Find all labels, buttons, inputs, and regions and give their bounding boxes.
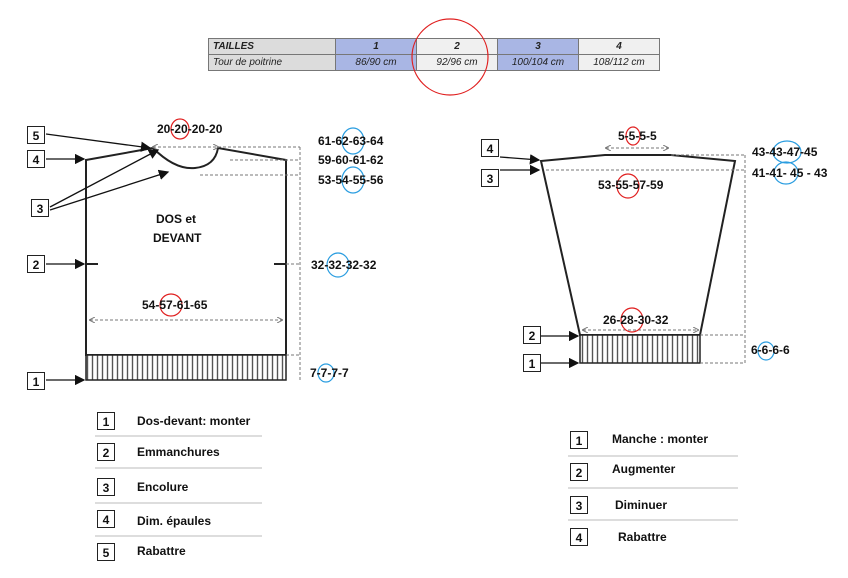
body-armhole-height: 32-32-32-32 (311, 258, 377, 272)
legend-body-4-text: Dim. épaules (137, 514, 212, 528)
callout-4-sleeve: 4 (481, 139, 499, 157)
legend-body-1-num: 1 (97, 412, 115, 430)
sleeve-cuff-width: 26-28-30-32 (603, 313, 669, 327)
chest-label: Tour de poitrine (208, 54, 336, 71)
sleeve-rib-height: 6-6-6-6 (751, 343, 790, 357)
sleeve-top-width: 5-5-5-5 (618, 129, 657, 143)
legend-body-1-text: Dos-devant: monter (137, 414, 251, 428)
sizes-table: TAILLES 1 2 3 4 Tour de poitrine 86/90 c… (208, 38, 660, 71)
callout-1-body: 1 (27, 372, 45, 390)
legend-sleeve-2-num: 2 (570, 463, 588, 481)
size-4-chest: 108/112 cm (578, 54, 660, 71)
legend-body-3-num: 3 (97, 478, 115, 496)
callout-1-sleeve: 1 (523, 354, 541, 372)
sleeve-upper-width: 53-55-57-59 (598, 178, 664, 192)
callout-2-body: 2 (27, 255, 45, 273)
callout-3-sleeve: 3 (481, 169, 499, 187)
size-3-chest: 100/104 cm (497, 54, 579, 71)
size-4-header: 4 (578, 38, 660, 55)
legend-sleeve-1-text: Manche : monter (612, 432, 709, 446)
callout-2-sleeve: 2 (523, 326, 541, 344)
legend-sleeve-3-num: 3 (570, 496, 588, 514)
body-width: 54-57-61-65 (142, 298, 208, 312)
legend-body-4-num: 4 (97, 510, 115, 528)
sleeve-total-height: 43-43-47-45 (752, 145, 818, 159)
legend-body-2-num: 2 (97, 443, 115, 461)
size-2-chest: 92/96 cm (416, 54, 498, 71)
legend-sleeve-4-text: Rabattre (618, 530, 667, 544)
legend-body-3-text: Encolure (137, 480, 189, 494)
sleeve-dec-height: 41-41- 45 - 43 (752, 166, 828, 180)
size-2-highlight (411, 18, 489, 96)
legend-body-5-num: 5 (97, 543, 115, 561)
body-total-height: 61-62-63-64 (318, 134, 384, 148)
body-rib-height: 7-7-7-7 (310, 366, 349, 380)
body-shoulder-height: 59-60-61-62 (318, 153, 384, 167)
body-top-width: 20-20-20-20 (157, 122, 223, 136)
legend-sleeve-2-text: Augmenter (612, 462, 676, 476)
sizes-chest-row: Tour de poitrine 86/90 cm 92/96 cm 100/1… (208, 54, 660, 71)
sizes-header-label: TAILLES (208, 38, 336, 55)
size-1-chest: 86/90 cm (335, 54, 417, 71)
callout-5-body: 5 (27, 126, 45, 144)
body-title-1: DOS et (156, 212, 197, 226)
callout-3-body: 3 (31, 199, 49, 217)
legend-sleeve-3-text: Diminuer (615, 498, 668, 512)
legend-body-5-text: Rabattre (137, 544, 186, 558)
legend-body-2-text: Emmanchures (137, 445, 220, 459)
size-1-header: 1 (335, 38, 417, 55)
body-title-2: DEVANT (153, 231, 202, 245)
legend-sleeve-1-num: 1 (570, 431, 588, 449)
sleeve-piece (499, 126, 802, 369)
legend-sleeve-4-num: 4 (570, 528, 588, 546)
callout-4-body: 4 (27, 150, 45, 168)
body-neck-height: 53-54-55-56 (318, 173, 384, 187)
body-piece (45, 118, 365, 386)
